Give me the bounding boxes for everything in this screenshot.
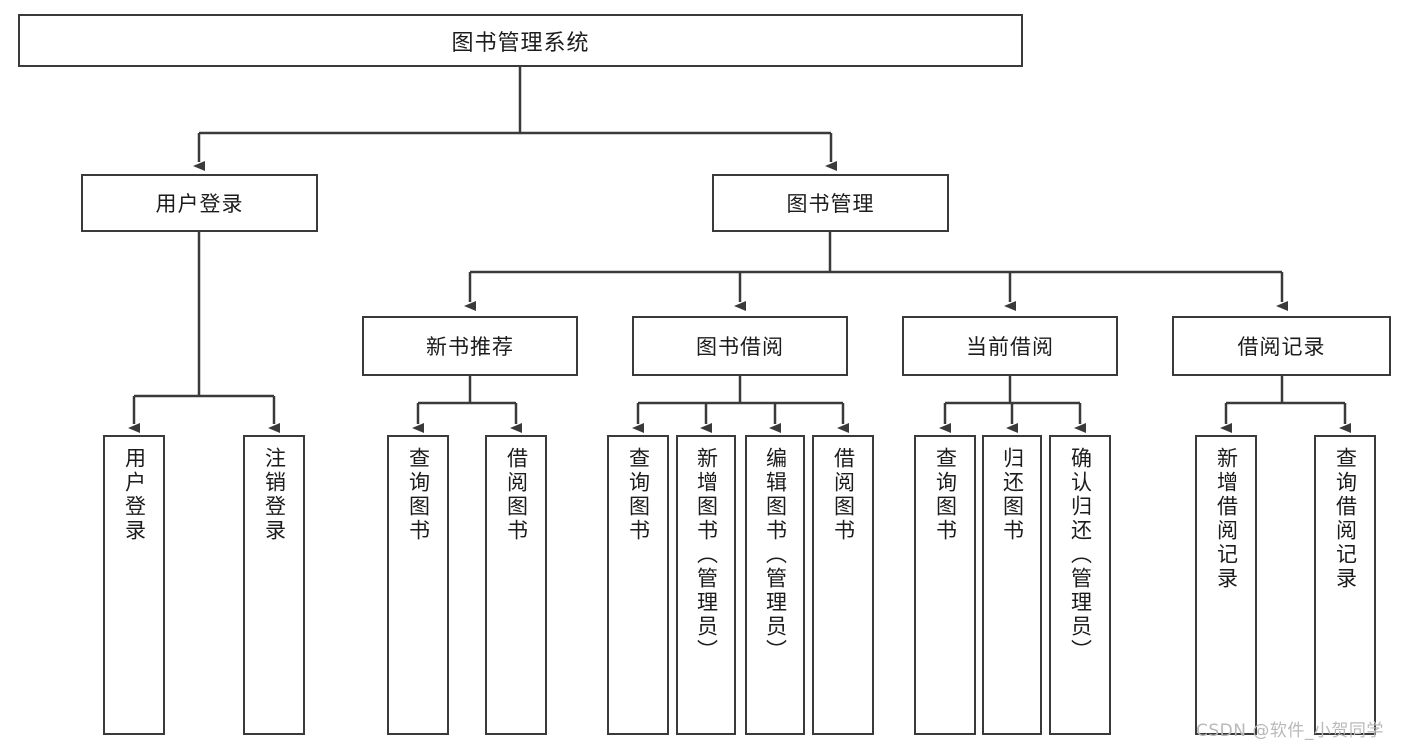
node-label: 查询借阅记录: [1333, 447, 1358, 591]
node-label: 归还图书: [1000, 447, 1025, 543]
node-leaf-query-book-2[interactable]: 查询图书: [607, 435, 669, 735]
node-current-borrow[interactable]: 当前借阅: [902, 316, 1118, 376]
node-leaf-query-book-3[interactable]: 查询图书: [914, 435, 976, 735]
node-book-borrow[interactable]: 图书借阅: [632, 316, 848, 376]
csdn-watermark: CSDN @软件_小贺同学: [1196, 721, 1384, 741]
node-label: 图书管理系统: [451, 30, 590, 56]
node-book-manage[interactable]: 图书管理: [712, 174, 949, 232]
node-label: 新增图书（管理员）: [694, 447, 719, 663]
node-label: 用户登录: [155, 192, 244, 216]
node-leaf-query-book-1[interactable]: 查询图书: [387, 435, 449, 735]
node-leaf-add-record[interactable]: 新增借阅记录: [1195, 435, 1257, 735]
node-label: 借阅图书: [504, 447, 529, 543]
node-root-system[interactable]: 图书管理系统: [18, 14, 1023, 67]
node-label: 图书借阅: [696, 335, 784, 359]
node-label: 用户登录: [122, 447, 147, 543]
node-new-book-recommend[interactable]: 新书推荐: [362, 316, 578, 376]
node-label: 新书推荐: [426, 335, 514, 359]
node-leaf-query-record[interactable]: 查询借阅记录: [1314, 435, 1376, 735]
node-leaf-return-book[interactable]: 归还图书: [982, 435, 1042, 735]
node-leaf-user-logout[interactable]: 注销登录: [243, 435, 305, 735]
node-label: 查询图书: [406, 447, 431, 543]
node-label: 注销登录: [262, 447, 287, 543]
node-user-login[interactable]: 用户登录: [81, 174, 318, 232]
node-leaf-user-login[interactable]: 用户登录: [103, 435, 165, 735]
node-leaf-borrow-book-1[interactable]: 借阅图书: [485, 435, 547, 735]
node-leaf-confirm-return[interactable]: 确认归还（管理员）: [1049, 435, 1111, 735]
node-leaf-borrow-book-2[interactable]: 借阅图书: [812, 435, 874, 735]
node-label: 查询图书: [933, 447, 958, 543]
node-label: 编辑图书（管理员）: [763, 447, 788, 663]
node-label: 新增借阅记录: [1214, 447, 1239, 591]
node-borrow-record[interactable]: 借阅记录: [1172, 316, 1391, 376]
node-label: 图书管理: [786, 192, 875, 216]
node-leaf-add-book[interactable]: 新增图书（管理员）: [676, 435, 736, 735]
node-label: 借阅记录: [1237, 335, 1326, 359]
node-label: 确认归还（管理员）: [1068, 447, 1093, 663]
node-label: 查询图书: [626, 447, 651, 543]
node-label: 当前借阅: [966, 335, 1054, 359]
node-label: 借阅图书: [831, 447, 856, 543]
node-leaf-edit-book[interactable]: 编辑图书（管理员）: [745, 435, 805, 735]
